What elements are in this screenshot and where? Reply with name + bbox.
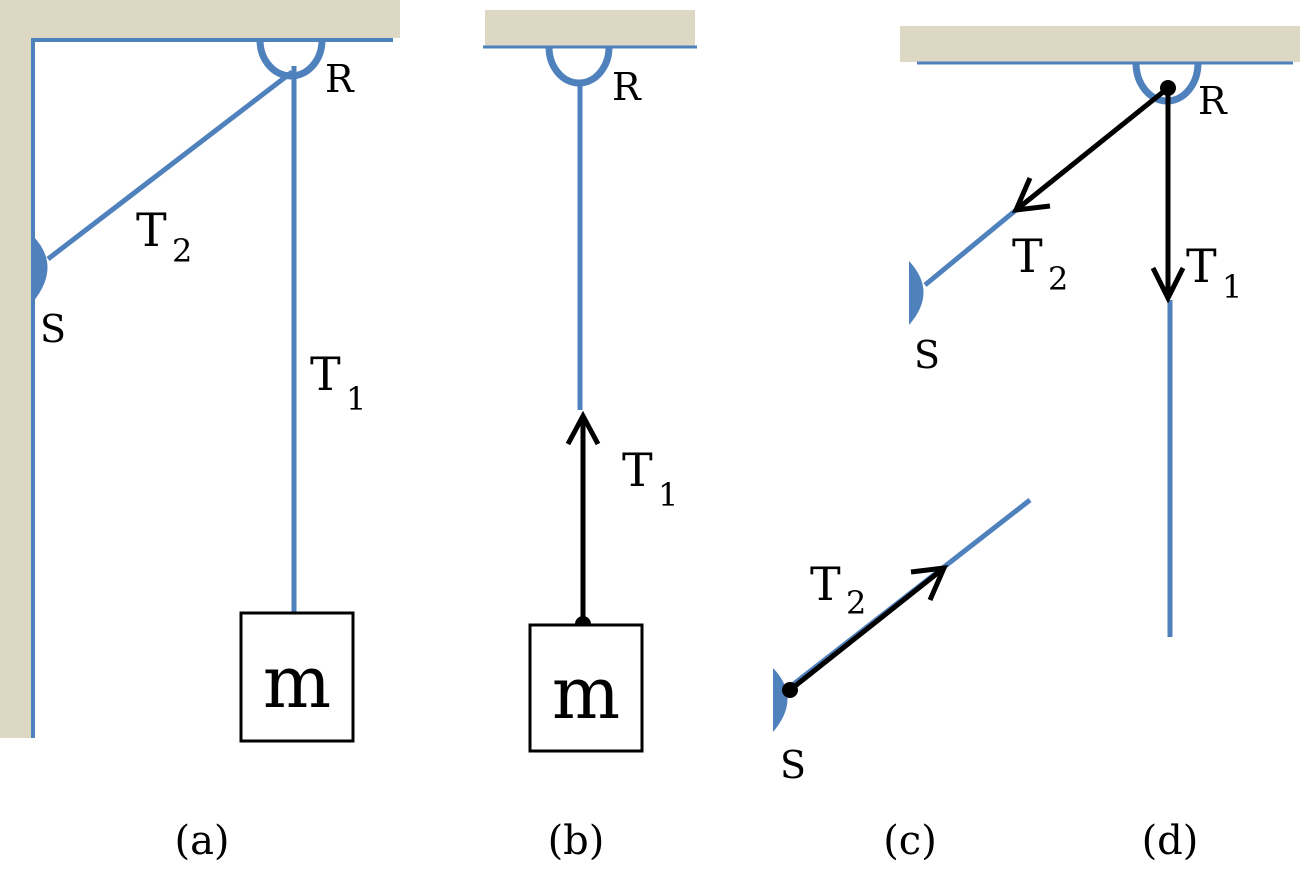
mass-label-a: m: [263, 640, 331, 724]
ceiling-support-b: [485, 10, 695, 46]
label-r-b: R: [612, 65, 642, 109]
wall-support: [0, 0, 33, 738]
label-s-c: S: [780, 743, 806, 787]
panel-a: m R S T 2 T 1 (a): [0, 0, 400, 864]
arrowhead-t2-c: [910, 564, 949, 602]
label-t1-sub-b: 1: [658, 476, 678, 514]
arrowhead-t1-d: [1150, 266, 1186, 304]
panel-c: S T 2 (c): [773, 498, 1032, 864]
caption-c: (c): [883, 818, 937, 864]
rope-t2-d: [923, 208, 1018, 287]
label-t2-a: T: [136, 203, 167, 257]
label-t2-c: T: [810, 557, 841, 611]
label-s-a: S: [40, 307, 66, 351]
mass-box-a: [239, 611, 355, 743]
label-t1-a: T: [310, 347, 341, 401]
ceiling-support-d: [900, 26, 1300, 62]
anchor-s-a: [33, 236, 48, 302]
ceiling-support-a: [0, 0, 400, 38]
label-t2-sub-c: 2: [846, 584, 866, 622]
force-origin-dot-c: [782, 682, 798, 698]
force-arrow-t2-c: [788, 566, 946, 692]
mass-box-b: [528, 623, 644, 753]
caption-a: (a): [174, 818, 229, 864]
label-t1-b: T: [622, 443, 653, 497]
hook-r-a: [256, 39, 326, 80]
panel-b: m R T 1 (b): [483, 10, 697, 864]
force-origin-dot-d: [1160, 80, 1176, 96]
label-t1-sub-a: 1: [346, 380, 366, 418]
label-s-d: S: [914, 333, 940, 377]
label-r-a: R: [325, 57, 355, 101]
label-r-d: R: [1198, 79, 1228, 123]
label-t2-sub-d: 2: [1048, 260, 1068, 298]
force-arrow-t2-d: [1014, 86, 1170, 212]
anchor-s-d: [909, 261, 924, 325]
panel-d: R S T 2 T 1 (d): [900, 26, 1300, 864]
label-t1-d: T: [1186, 239, 1217, 293]
label-t2-d: T: [1012, 229, 1043, 283]
rope-t2-a: [46, 70, 294, 261]
anchor-s-c: [773, 668, 788, 732]
hook-r-b: [545, 46, 613, 87]
mass-label-b: m: [552, 651, 620, 735]
arrowhead-t2-d: [1011, 176, 1051, 213]
arrowhead-t1-b: [565, 410, 601, 446]
label-t1-sub-d: 1: [1222, 268, 1242, 306]
caption-b: (b): [548, 818, 605, 864]
label-t2-sub-a: 2: [172, 232, 192, 270]
caption-d: (d): [1142, 818, 1199, 864]
